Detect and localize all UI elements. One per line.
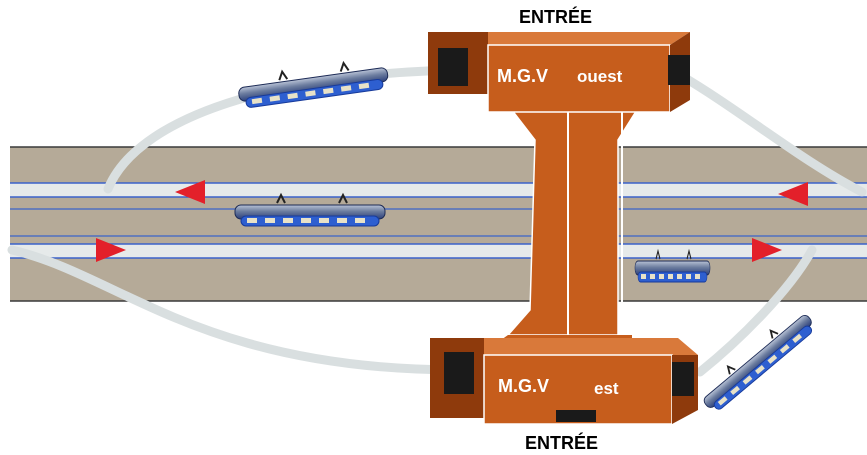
loop-east-bottom <box>695 245 817 377</box>
direction-arrow-icon <box>175 180 205 204</box>
track-bed <box>10 147 867 301</box>
direction-arrow-icon <box>752 238 782 262</box>
entrance-bottom-label: ENTRÉE <box>525 432 598 453</box>
station-east: M.G.V est <box>430 338 698 425</box>
eastbound-track <box>10 244 867 258</box>
loop-tracks <box>7 65 867 377</box>
station-west-name: M.G.V <box>497 66 548 86</box>
entrance-top-label: ENTRÉE <box>519 6 592 27</box>
east-entrance-door <box>556 410 596 422</box>
station-west: M.G.V ouest <box>428 32 690 113</box>
direction-arrow-icon <box>778 182 808 206</box>
station-east-direction: est <box>594 379 619 398</box>
direction-arrows <box>96 180 808 262</box>
westbound-track <box>10 183 867 197</box>
train-icon <box>235 56 391 110</box>
station-west-direction: ouest <box>577 67 623 86</box>
loop-west-top <box>103 65 480 194</box>
direction-arrow-icon <box>96 238 126 262</box>
station-east-name: M.G.V <box>498 376 549 396</box>
railway-band <box>10 146 867 302</box>
loop-east-top <box>675 70 867 197</box>
loop-west-bottom <box>7 245 465 375</box>
